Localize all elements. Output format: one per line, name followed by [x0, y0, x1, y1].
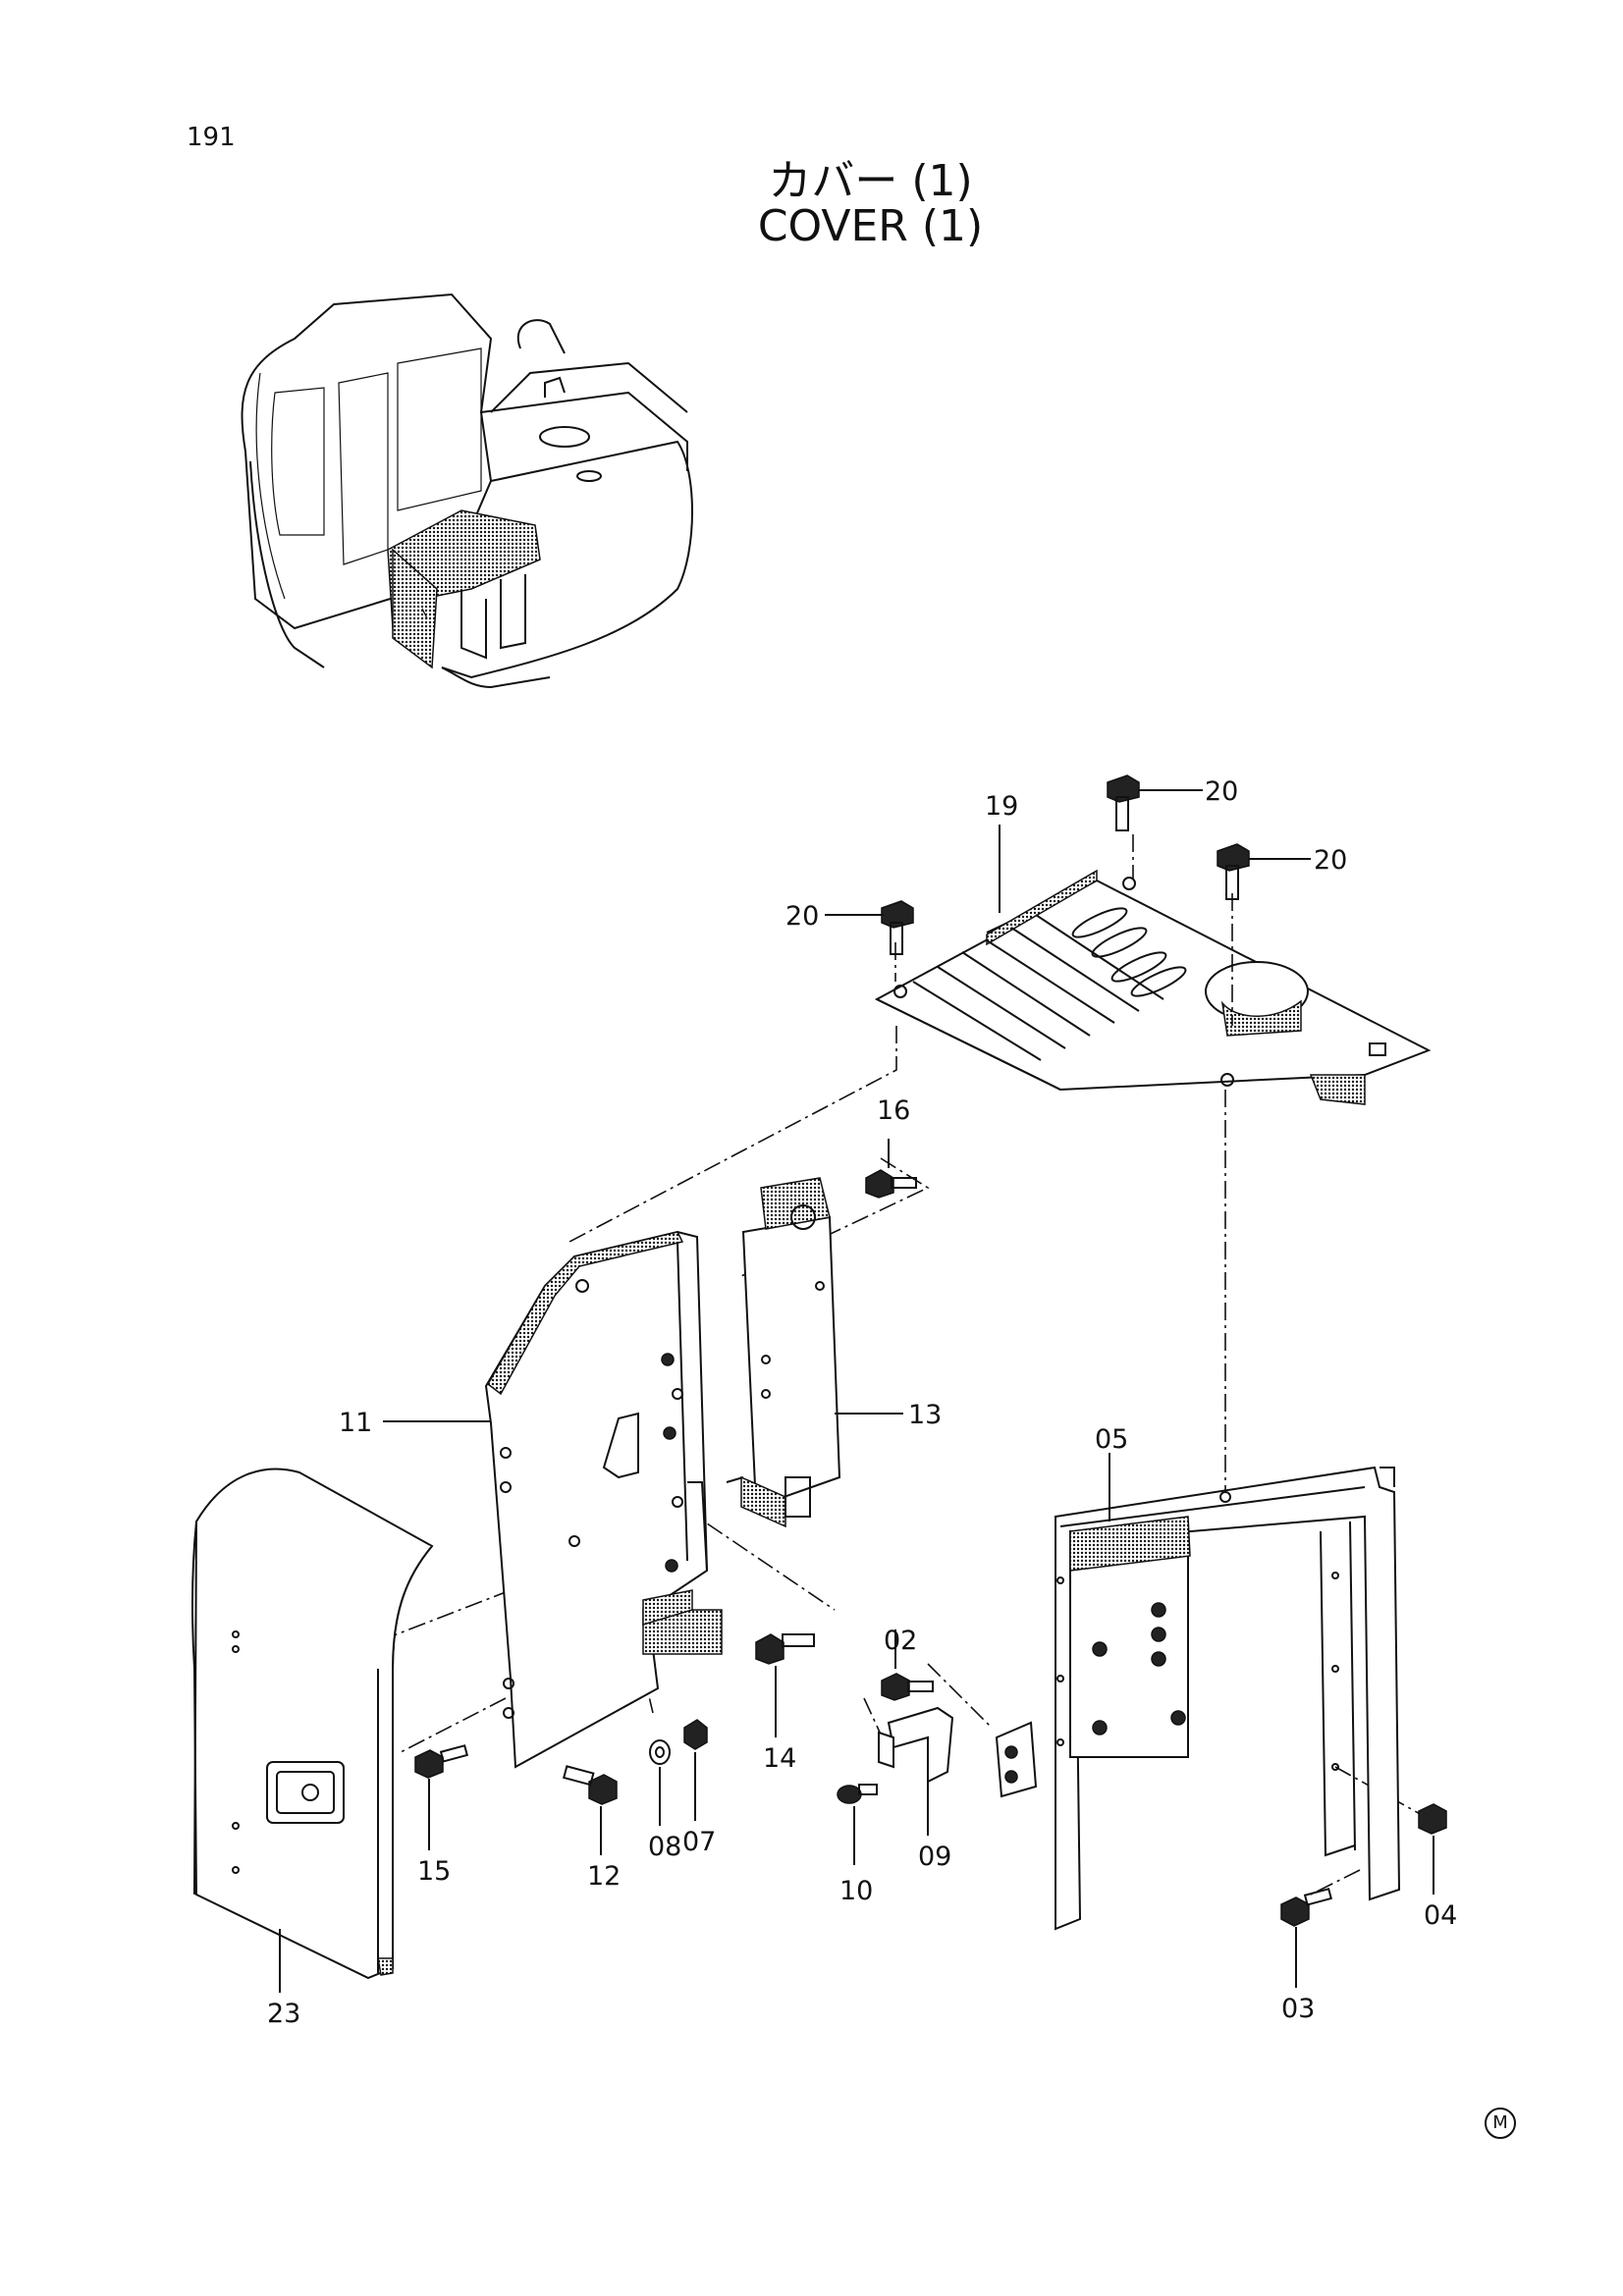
part-14-bolt — [755, 1633, 815, 1737]
part-20-bolt-top — [1107, 774, 1203, 831]
part-20-bolt-right — [1217, 843, 1311, 900]
part-16-bolt — [865, 1139, 917, 1199]
callout-12: 12 — [587, 1861, 621, 1892]
callout-02: 02 — [884, 1626, 917, 1656]
callout-08: 08 — [648, 1832, 681, 1862]
part-07-nut — [683, 1719, 708, 1821]
part-02-bolt — [881, 1629, 934, 1701]
part-15-bolt — [414, 1744, 469, 1850]
callout-13: 13 — [908, 1400, 942, 1430]
callout-11: 11 — [339, 1408, 372, 1438]
part-03-bolt — [1280, 1888, 1333, 1988]
page-number: 191 — [187, 123, 236, 152]
callout-19: 19 — [985, 791, 1018, 822]
callout-03: 03 — [1281, 1994, 1315, 2024]
title-english: COVER (1) — [757, 201, 984, 251]
part-05-frame — [1055, 1453, 1401, 1931]
callout-14: 14 — [763, 1743, 796, 1774]
callout-20-top: 20 — [1205, 776, 1238, 807]
part-12-bolt — [562, 1765, 618, 1855]
callout-16: 16 — [877, 1095, 910, 1126]
part-13-bracket — [726, 1177, 903, 1528]
callout-15: 15 — [417, 1856, 451, 1887]
callout-labels: 02 03 04 05 07 08 09 10 11 12 13 14 15 1… — [267, 776, 1457, 2029]
callout-20-right: 20 — [1314, 845, 1347, 876]
part-09-bracket — [878, 1706, 1038, 1836]
callout-23: 23 — [267, 1999, 300, 2029]
callout-04: 04 — [1424, 1900, 1457, 1931]
callout-09: 09 — [918, 1842, 951, 1872]
part-11-side-panel — [383, 1230, 723, 1769]
callout-07: 07 — [682, 1827, 716, 1857]
title-japanese: カバー (1) — [768, 156, 973, 206]
part-20-bolt-left — [825, 900, 914, 955]
part-19-top-cover — [874, 869, 1432, 1105]
excavator-overview — [241, 293, 693, 689]
callout-20-left: 20 — [785, 901, 819, 932]
manufacturer-mark: M — [1485, 2108, 1516, 2139]
callout-05: 05 — [1095, 1424, 1128, 1455]
part-10-bolt — [837, 1784, 878, 1865]
callout-10: 10 — [839, 1876, 873, 1906]
part-04-bolt — [1418, 1803, 1447, 1895]
part-08-washer — [649, 1739, 671, 1826]
part-23-door-cover — [190, 1468, 434, 1993]
